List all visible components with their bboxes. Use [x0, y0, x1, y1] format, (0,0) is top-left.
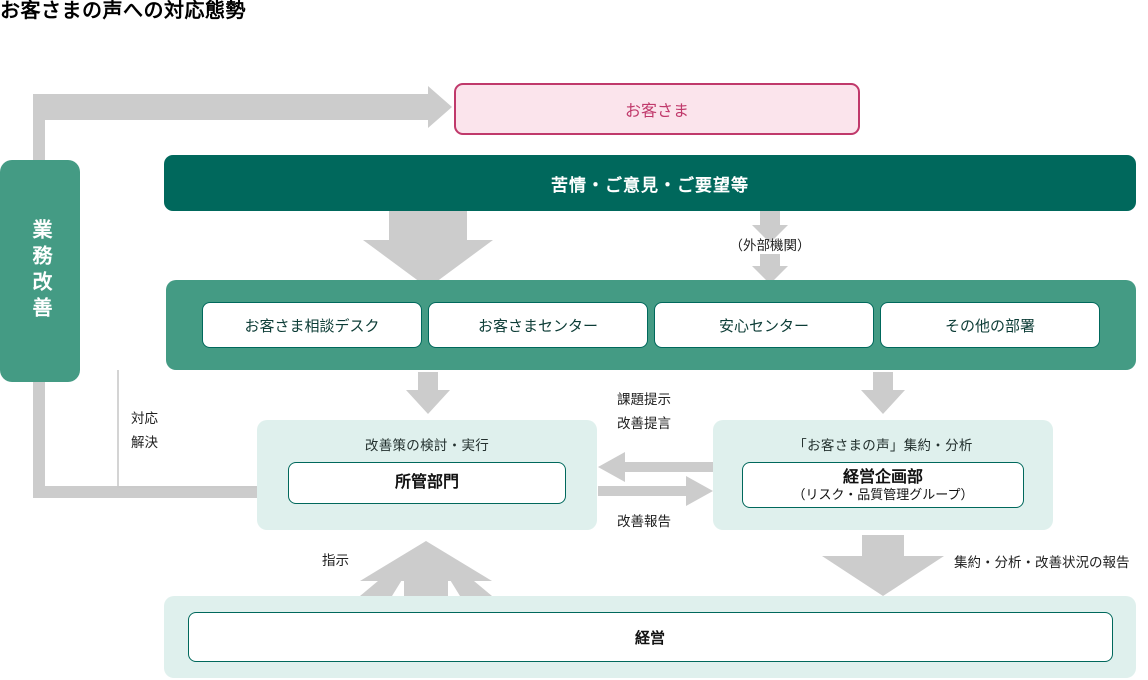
planning-department-label: 経営企画部: [842, 468, 923, 486]
voice-bar: 苦情・ご意見・ご要望等: [164, 155, 1136, 211]
improvement-measures-panel: 改善策の検討・実行 所管部門: [257, 420, 597, 530]
department-chip-other[interactable]: その他の部署: [880, 302, 1100, 348]
voice-bar-label: 苦情・ご意見・ご要望等: [551, 175, 749, 195]
arrow-departments-to-planning: [861, 372, 905, 414]
arrow-voice-to-departments: [363, 211, 493, 288]
page-title: お客さまの声への対応態勢: [0, 0, 246, 22]
management-panel: 経営: [164, 596, 1136, 678]
responsible-department-label: 所管部門: [394, 474, 459, 492]
arrow-planning-to-management: [822, 535, 944, 596]
label-response: 対応: [131, 411, 158, 426]
responsible-department-box[interactable]: 所管部門: [288, 462, 566, 504]
improvement-band-label: 業務改善: [29, 219, 51, 323]
department-chip-label: その他の部署: [944, 317, 1035, 335]
arrow-departments-to-shokan: [406, 372, 450, 414]
arrow-improvement-to-customer: [33, 86, 452, 160]
external-agency-label: （外部機関）: [729, 238, 811, 253]
label-aggregation-report: 集約・分析・改善状況の報告: [954, 555, 1130, 570]
arrow-planning-to-shokan: [598, 442, 713, 482]
department-chip-consult-desk[interactable]: お客さま相談デスク: [202, 302, 422, 348]
management-label: 経営: [634, 629, 665, 647]
arrow-management-to-shokan: [360, 541, 492, 596]
label-improvement-report: 改善報告: [617, 514, 671, 529]
label-issue-presentation: 課題提示: [617, 392, 671, 407]
label-improvement-proposal: 改善提言: [617, 416, 671, 431]
label-resolution: 解決: [131, 435, 158, 450]
improvement-band: 業務改善: [0, 160, 80, 382]
management-box[interactable]: 経営: [187, 612, 1113, 662]
department-chip-label: お客さま相談デスク: [244, 317, 380, 335]
department-band: お客さま相談デスク お客さまセンター 安心センター その他の部署: [166, 280, 1136, 370]
customer-box: お客さま: [454, 83, 860, 135]
voice-aggregation-caption: 「お客さまの声」集約・分析: [793, 438, 973, 453]
department-chip-label: お客さまセンター: [477, 317, 598, 335]
improvement-measures-caption: 改善策の検討・実行: [364, 438, 490, 453]
department-chip-anshin-center[interactable]: 安心センター: [654, 302, 874, 348]
department-chip-label: 安心センター: [718, 317, 809, 335]
voice-aggregation-panel: 「お客さまの声」集約・分析 経営企画部 （リスク・品質管理グループ）: [713, 420, 1053, 530]
arrow-shokan-to-planning: [598, 476, 713, 506]
planning-department-box[interactable]: 経営企画部 （リスク・品質管理グループ）: [742, 462, 1024, 508]
customer-label: お客さま: [624, 103, 689, 120]
label-instruction: 指示: [322, 553, 349, 568]
planning-department-sublabel: （リスク・品質管理グループ）: [792, 486, 974, 502]
department-chip-customer-center[interactable]: お客さまセンター: [428, 302, 648, 348]
